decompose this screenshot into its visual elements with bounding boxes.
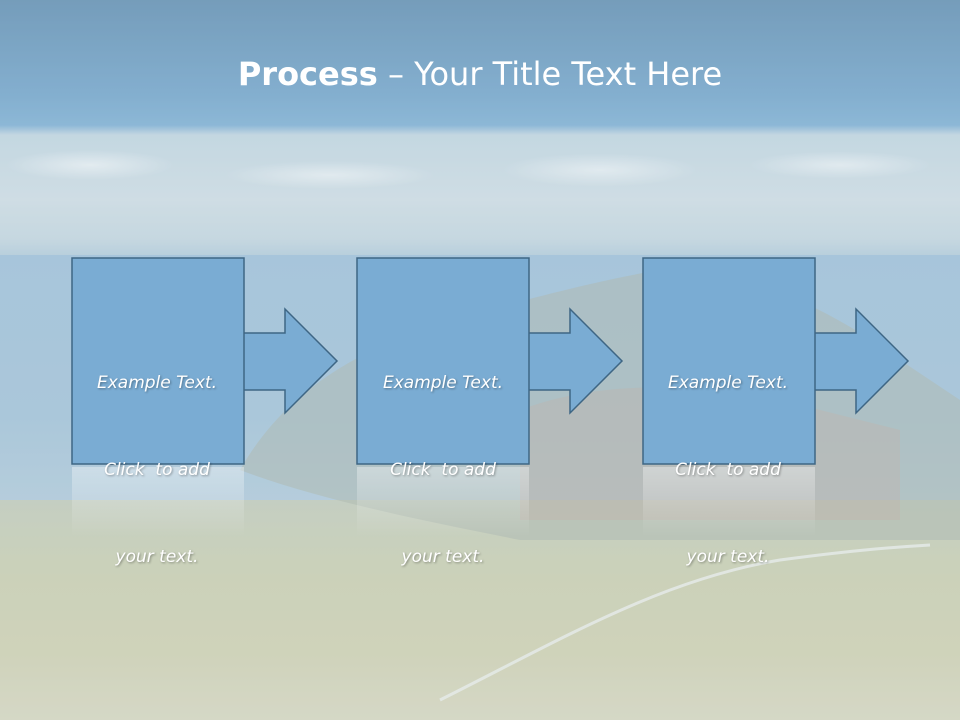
step-1-reflection: [72, 467, 244, 537]
slide-title-bold: Process: [237, 55, 378, 93]
step-2-text-line-1: Example Text.: [382, 373, 504, 393]
step-3-text-line-3: your text.: [686, 547, 770, 567]
process-step-2[interactable]: [356, 257, 624, 537]
step-3-reflection: [643, 467, 815, 537]
process-step-3[interactable]: [642, 257, 910, 537]
step-2-text-line-3: your text.: [401, 547, 485, 567]
step-2-reflection: [357, 467, 529, 537]
step-2-arrow: [527, 307, 624, 415]
step-2-text-line-2: Click to add: [390, 460, 496, 480]
background-sky: [0, 0, 960, 260]
step-3-box: [642, 257, 816, 465]
step-1-arrow: [242, 307, 339, 415]
step-1-text[interactable]: Example Text. Click to add your text.: [72, 311, 242, 601]
step-1-box: [71, 257, 245, 465]
slide-title-rest: – Your Title Text Here: [377, 55, 723, 93]
step-2-text[interactable]: Example Text. Click to add your text.: [358, 311, 528, 601]
step-3-arrow: [813, 307, 910, 415]
step-3-text[interactable]: Example Text. Click to add your text.: [643, 311, 813, 601]
step-1-text-line-3: your text.: [115, 547, 199, 567]
step-3-text-line-1: Example Text.: [667, 373, 789, 393]
step-3-text-line-2: Click to add: [675, 460, 781, 480]
step-1-text-line-1: Example Text.: [96, 373, 218, 393]
step-1-text-line-2: Click to add: [104, 460, 210, 480]
step-2-box: [356, 257, 530, 465]
slide-title[interactable]: Process – Your Title Text Here: [0, 52, 960, 96]
process-step-1[interactable]: [71, 257, 339, 537]
